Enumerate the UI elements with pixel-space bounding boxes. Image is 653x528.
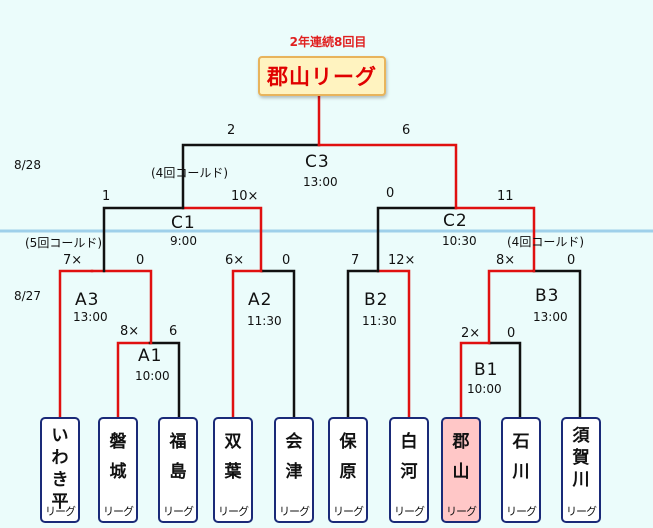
a1-left-score: 8×	[120, 324, 140, 339]
b3-game-time: 13:00	[533, 310, 568, 324]
a3-game-time: 13:00	[73, 310, 108, 324]
team-card: 石川 リーグ	[501, 417, 541, 523]
b2-win-line	[376, 269, 411, 419]
c3-lose-line	[181, 143, 321, 210]
a3-left-score: 7×	[63, 253, 83, 268]
team-league-label: リーグ	[218, 505, 249, 518]
team-card: 会津 リーグ	[274, 417, 314, 523]
team-name: 福島	[169, 432, 187, 482]
b2-right-score: 12×	[388, 253, 416, 268]
team-card: 福島 リーグ	[158, 417, 198, 523]
a2-game-code: A2	[248, 290, 273, 310]
b3-right-score: 0	[567, 253, 576, 268]
c3-game-code: C3	[305, 152, 330, 172]
a1-win-line	[116, 341, 152, 419]
a3-final-red	[90, 269, 153, 345]
team-name: 郡山	[452, 432, 470, 482]
a2-right-score: 0	[282, 253, 291, 268]
date-day1: 8/27	[14, 289, 41, 303]
b3-left-score: 8×	[496, 253, 516, 268]
b1-lose-line	[488, 341, 522, 419]
a1-game-time: 10:00	[135, 369, 170, 383]
c1-lose-line	[102, 206, 185, 273]
team-name: 磐城	[109, 432, 127, 482]
b1-left-score: 2×	[461, 326, 481, 341]
b3-game-code: B3	[535, 286, 560, 306]
b1-win-line	[459, 341, 492, 419]
team-card: 双葉 リーグ	[213, 417, 253, 523]
c1-left-score: 1	[102, 189, 111, 204]
champion-title: 郡山リーグ	[258, 56, 386, 96]
c1-game-time: 9:00	[170, 234, 197, 248]
b1-right-score: 0	[507, 326, 516, 341]
c2-left-score: 0	[386, 186, 395, 201]
b2-lose-line	[346, 269, 380, 419]
c2-lose-line	[376, 206, 458, 273]
team-card: 保原 リーグ	[328, 417, 368, 523]
team-card-champion: 郡山 リーグ	[441, 417, 481, 523]
team-card: 須賀川 リーグ	[561, 417, 601, 523]
team-league-label: リーグ	[506, 505, 537, 518]
team-league-label: リーグ	[45, 505, 76, 518]
team-name: 白河	[400, 432, 418, 482]
c3-win-line	[317, 143, 458, 210]
team-league-label: リーグ	[446, 505, 477, 518]
date-day2: 8/28	[14, 158, 41, 172]
c3-game-time: 13:00	[303, 175, 338, 189]
team-league-label: リーグ	[103, 505, 134, 518]
a3-win-line	[58, 269, 94, 419]
a3-game-code: A3	[75, 290, 100, 310]
c1-called-note: (4回コールド)	[151, 166, 228, 180]
c2-right-score: 11	[497, 189, 514, 204]
c3-left-score: 2	[227, 123, 236, 138]
c3-right-score: 6	[402, 123, 411, 138]
team-name: 双葉	[224, 432, 242, 482]
team-name: 会津	[285, 432, 303, 482]
team-league-label: リーグ	[566, 505, 597, 518]
team-league-label: リーグ	[394, 505, 425, 518]
team-league-label: リーグ	[163, 505, 194, 518]
team-name: いわき平	[51, 426, 69, 512]
a3-called-note: (5回コールド)	[25, 236, 102, 250]
b1-game-code: B1	[474, 360, 499, 380]
b2-left-score: 7	[351, 253, 360, 268]
c2-game-code: C2	[443, 211, 468, 231]
b3-lose-line	[532, 269, 582, 419]
team-card: いわき平 リーグ	[40, 417, 80, 523]
team-name: 須賀川	[572, 426, 590, 490]
b2-game-time: 11:30	[362, 314, 397, 328]
c2-win-line	[454, 206, 536, 273]
team-name: 石川	[512, 432, 530, 482]
a2-lose-line	[260, 269, 296, 419]
team-name: 保原	[339, 432, 357, 482]
b3-win-line	[487, 269, 536, 345]
b1-game-time: 10:00	[467, 382, 502, 396]
c1-right-score: 10×	[231, 189, 259, 204]
a2-left-score: 6×	[225, 253, 245, 268]
a2-win-line	[231, 269, 264, 419]
team-card: 白河 リーグ	[389, 417, 429, 523]
a1-right-score: 6	[169, 324, 178, 339]
a1-game-code: A1	[138, 346, 163, 366]
a2-game-time: 11:30	[247, 314, 282, 328]
team-card: 磐城 リーグ	[98, 417, 138, 523]
team-league-label: リーグ	[279, 505, 310, 518]
c2-called-note: (4回コールド)	[507, 235, 584, 249]
b2-game-code: B2	[364, 290, 389, 310]
team-league-label: リーグ	[333, 505, 364, 518]
c2-game-time: 10:30	[442, 234, 477, 248]
a1-lose-line	[148, 341, 181, 419]
c1-game-code: C1	[171, 213, 196, 233]
a3-right-score: 0	[136, 253, 145, 268]
championship-count: 2年連続8回目	[289, 35, 367, 49]
c1-win-line	[181, 206, 263, 273]
